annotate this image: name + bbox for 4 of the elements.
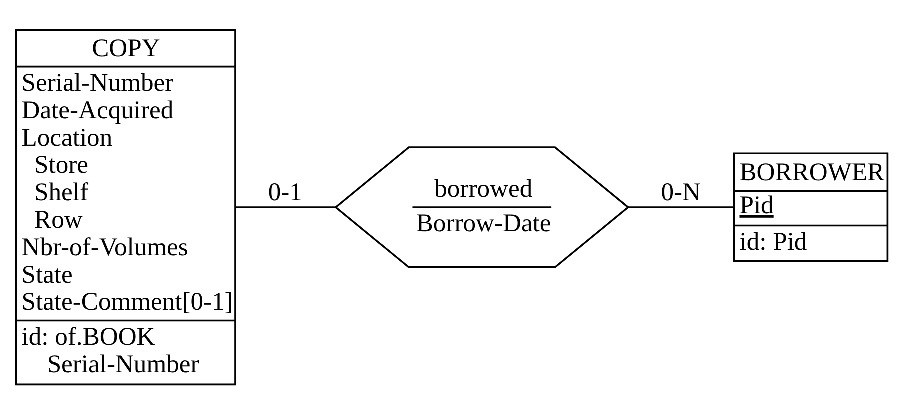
edge-label: 0-1 bbox=[268, 178, 302, 207]
connector bbox=[628, 206, 734, 208]
edge-label: 0-N bbox=[661, 178, 701, 207]
connector bbox=[236, 206, 336, 208]
